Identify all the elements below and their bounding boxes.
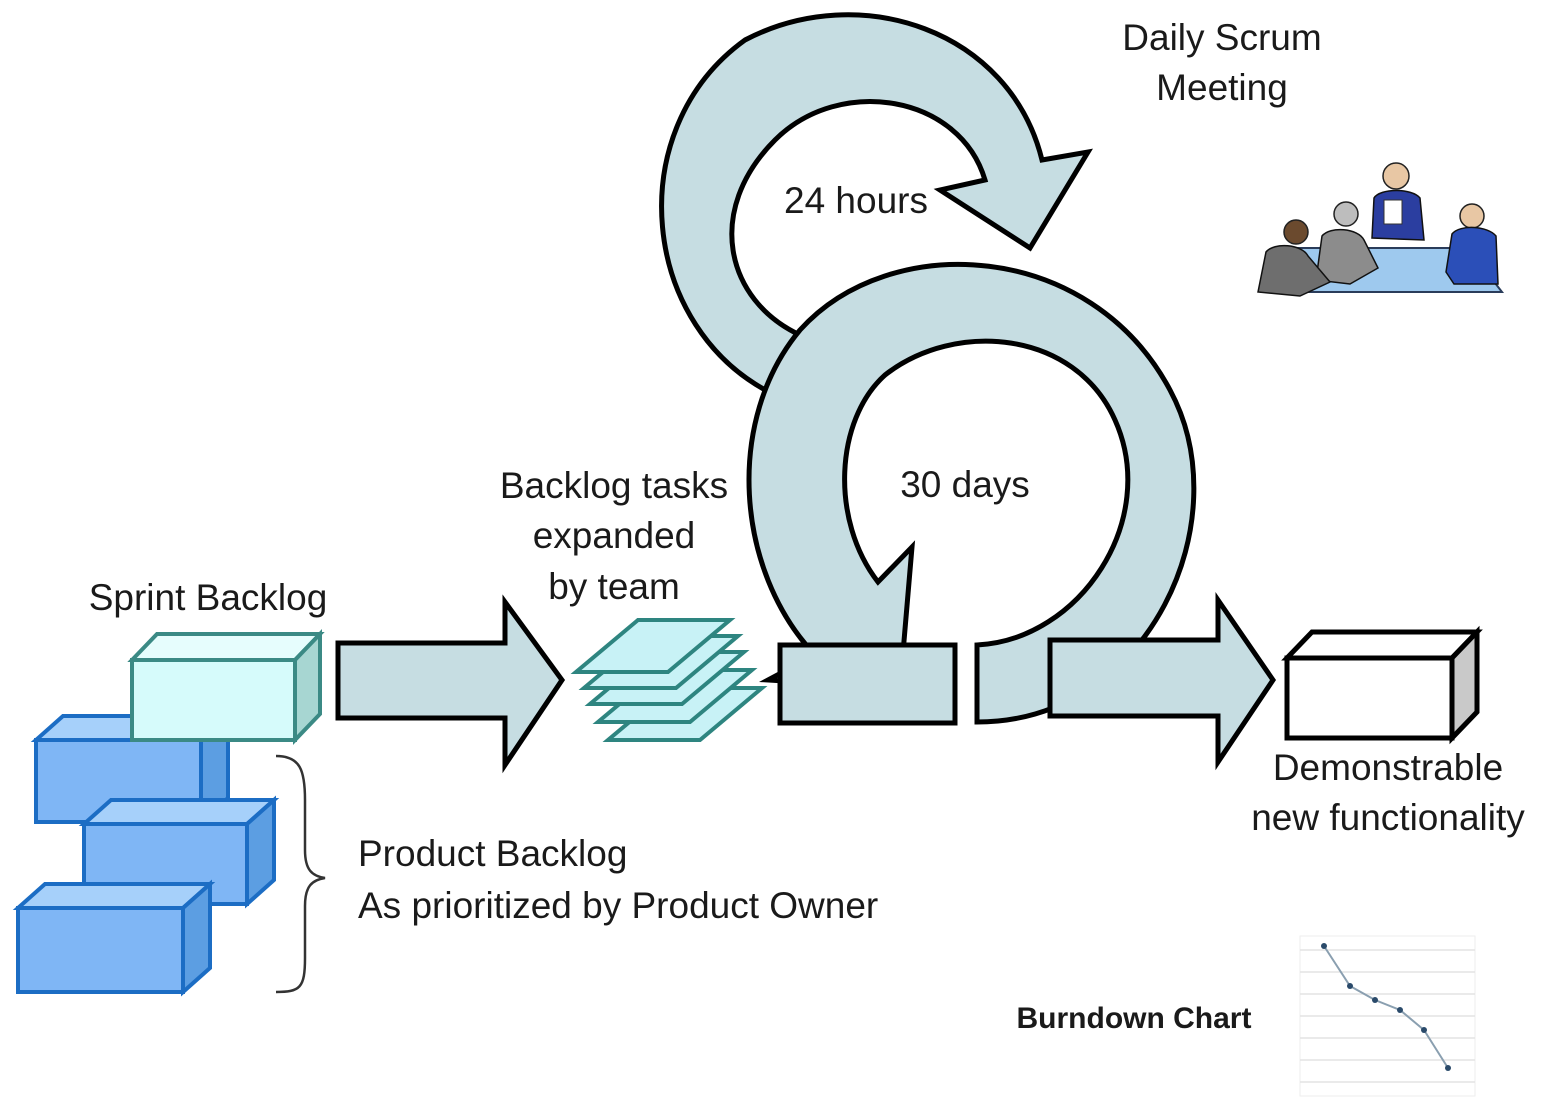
output-arrow (1047, 591, 1277, 771)
daily-scrum-label-line1: Daily Scrum (1122, 17, 1321, 58)
product-backlog-label-line2: As prioritized by Product Owner (358, 885, 878, 926)
demonstrable-label-line2: new functionality (1251, 797, 1525, 838)
daily-scrum-label-line2: Meeting (1156, 67, 1288, 108)
sprint-backlog-box (127, 629, 325, 745)
daily-scrum-loop-arrow (659, 12, 1093, 399)
loop-entry-box (777, 642, 958, 726)
backlog-tasks-label-line1: Backlog tasks (500, 465, 728, 506)
burndown-chart-label: Burndown Chart (1017, 1002, 1252, 1035)
demonstrable-output-box (1281, 625, 1483, 745)
sprint-to-tasks-arrow (335, 594, 566, 774)
product-backlog-label-line1: Product Backlog (358, 833, 627, 874)
sprint-backlog-label: Sprint Backlog (89, 577, 328, 618)
sprint-loop-arrow (746, 261, 1197, 725)
days-label: 30 days (900, 464, 1030, 505)
backlog-tasks-label-line2: expanded (533, 515, 696, 556)
product-backlog-stack (12, 711, 280, 997)
backlog-tasks-stack (570, 618, 768, 742)
meeting-people-icon (1257, 162, 1505, 297)
hours-label: 24 hours (784, 180, 928, 221)
burndown-chart-icon (1299, 935, 1476, 1097)
product-backlog-brace (275, 754, 326, 994)
demonstrable-label-line1: Demonstrable (1273, 747, 1503, 788)
backlog-tasks-label-line3: by team (548, 566, 680, 607)
